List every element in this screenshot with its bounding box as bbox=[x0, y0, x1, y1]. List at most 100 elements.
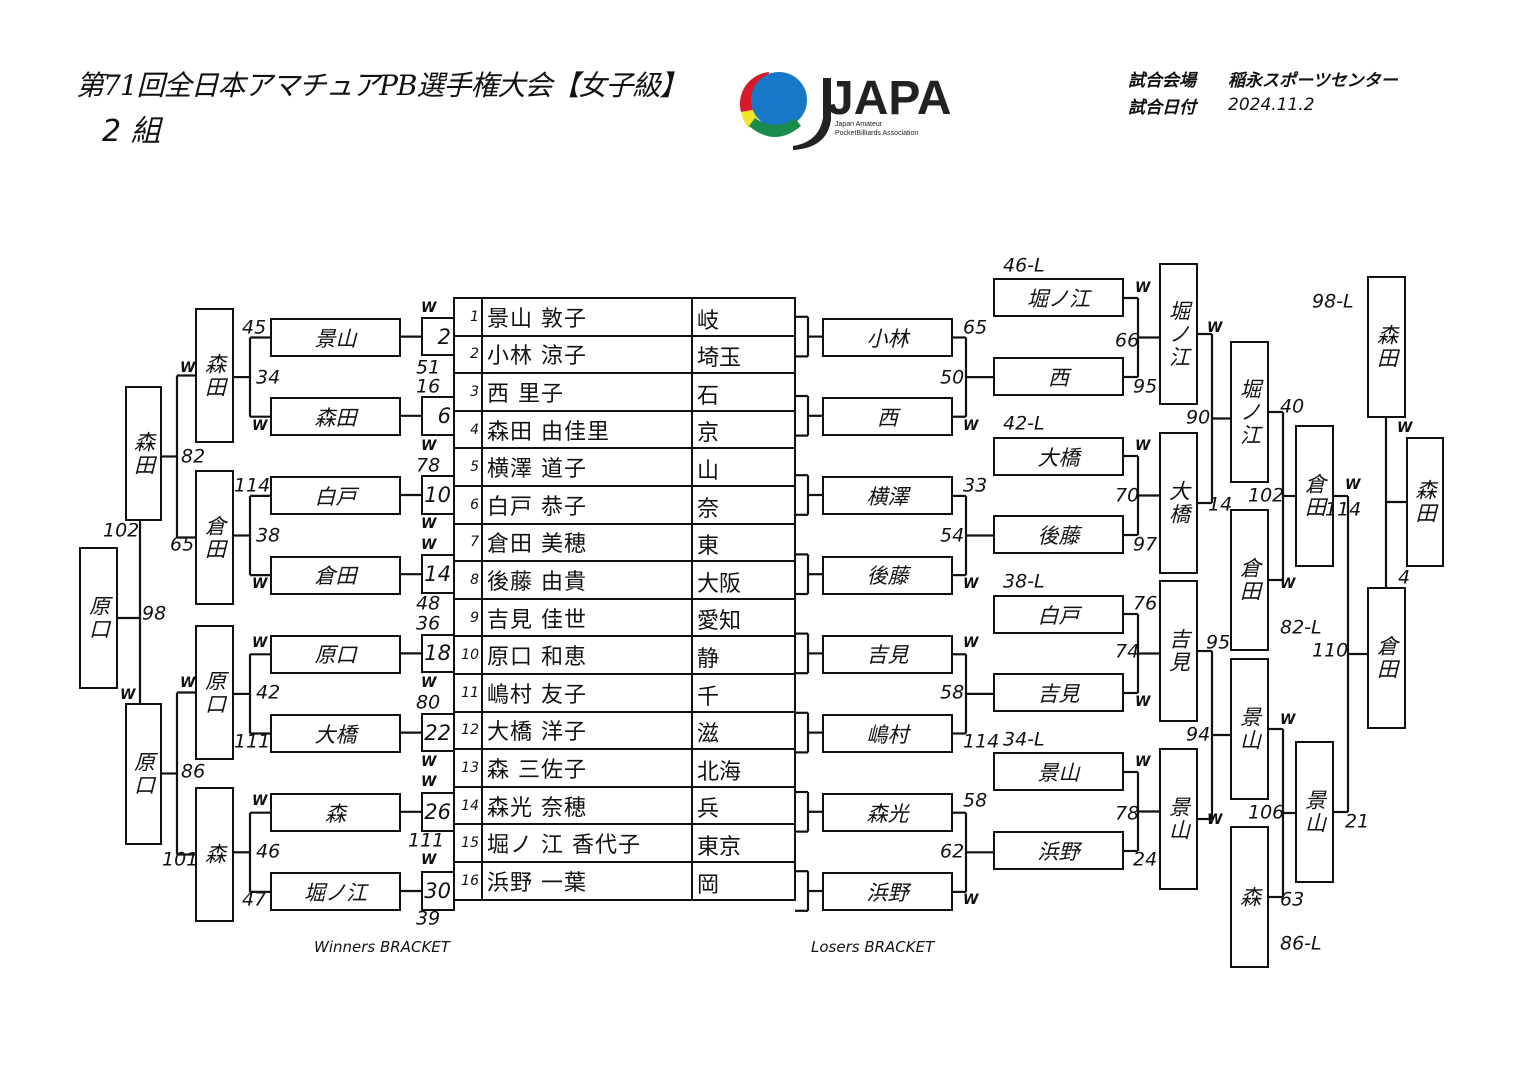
player-prefecture: 岡 bbox=[691, 860, 796, 901]
player-box-name: 大橋 bbox=[1037, 445, 1080, 470]
score-label: W bbox=[252, 418, 268, 434]
player-box: 大橋 bbox=[1159, 432, 1198, 574]
date-label: 試合日付 bbox=[1128, 98, 1196, 118]
score-label: 74 bbox=[1115, 640, 1140, 663]
player-box-name: 森 bbox=[325, 801, 346, 826]
player-box-name: 原口 bbox=[86, 595, 111, 641]
score-label: 111 bbox=[234, 730, 271, 753]
score-label: 42-L bbox=[1003, 412, 1045, 435]
player-box-name: 原口 bbox=[131, 751, 156, 797]
player-box-name: 浜野 bbox=[866, 880, 909, 905]
player-box: 西 bbox=[822, 397, 953, 437]
player-box-name: 白戸 bbox=[314, 484, 357, 509]
japa-logo: JAPA Japan Amateur PocketBilliards Assoc… bbox=[735, 68, 965, 150]
player-box-name: 横澤 bbox=[866, 484, 909, 509]
tournament-title: 第71回全日本アマチュアPB選手権大会【女子級】 bbox=[76, 69, 687, 102]
score-label: W bbox=[1135, 280, 1151, 296]
player-seed: 5 bbox=[453, 447, 483, 487]
player-name: 原口 和恵 bbox=[481, 635, 693, 675]
score-label: W bbox=[421, 438, 437, 454]
player-box: 横澤 bbox=[822, 476, 953, 516]
player-box-name: 森 bbox=[1237, 885, 1262, 909]
player-prefecture: 滋 bbox=[691, 710, 796, 751]
score-label: W bbox=[421, 675, 437, 691]
score-label: 106 bbox=[1248, 801, 1285, 824]
score-label: 40 bbox=[1280, 395, 1305, 418]
player-box: 景山 bbox=[1159, 748, 1198, 890]
player-seed: 7 bbox=[453, 522, 483, 563]
player-name: 景山 敦子 bbox=[481, 297, 693, 337]
player-box-name: 大橋 bbox=[1166, 480, 1191, 526]
player-box: 森田 bbox=[195, 308, 234, 443]
player-prefecture: 埼玉 bbox=[691, 334, 796, 375]
player-box: 倉田 bbox=[1295, 425, 1334, 567]
player-box-name: 森田 bbox=[1374, 324, 1399, 370]
player-seed: 4 bbox=[453, 409, 483, 450]
score-label: W bbox=[1280, 576, 1296, 592]
score-label: 65 bbox=[963, 316, 988, 339]
score-label: 38 bbox=[256, 524, 281, 547]
score-label: W bbox=[421, 852, 437, 868]
player-box-name: 堀ノ江 bbox=[1237, 377, 1262, 447]
svg-text:Japan Amateur: Japan Amateur bbox=[835, 121, 883, 128]
player-box: 堀ノ江 bbox=[270, 872, 401, 912]
player-name: 吉見 佳世 bbox=[481, 597, 693, 638]
player-prefecture: 兵 bbox=[691, 785, 796, 826]
match-number: 6 bbox=[421, 396, 455, 436]
player-box-name: 森田 bbox=[314, 405, 357, 430]
score-label: 46 bbox=[256, 840, 281, 863]
score-label: 86-L bbox=[1280, 932, 1322, 955]
player-box: 堀ノ江 bbox=[993, 278, 1124, 317]
player-prefecture: 北海 bbox=[691, 748, 796, 788]
score-label: 58 bbox=[963, 789, 988, 812]
player-box: 原口 bbox=[195, 625, 234, 760]
player-box: 倉田 bbox=[270, 555, 401, 595]
player-box: 原口 bbox=[79, 547, 118, 689]
score-label: 47 bbox=[242, 888, 267, 911]
score-label: 36 bbox=[416, 612, 441, 635]
score-label: W bbox=[421, 754, 437, 770]
match-number: 26 bbox=[421, 792, 455, 832]
player-box: 森 bbox=[1230, 826, 1269, 968]
player-prefecture: 京 bbox=[691, 409, 796, 450]
match-number: 14 bbox=[421, 554, 455, 594]
player-box-name: 倉田 bbox=[314, 564, 357, 589]
player-prefecture: 岐 bbox=[691, 297, 796, 337]
player-seed: 10 bbox=[453, 635, 483, 675]
player-box: 森田 bbox=[125, 386, 162, 521]
player-box: 倉田 bbox=[1367, 587, 1406, 729]
player-box: 倉田 bbox=[1230, 509, 1269, 651]
player-box-name: 倉田 bbox=[1302, 473, 1327, 519]
player-prefecture: 大阪 bbox=[691, 560, 796, 600]
player-box-name: 景山 bbox=[1166, 796, 1191, 842]
player-box: 原口 bbox=[270, 634, 401, 674]
player-box-name: 白戸 bbox=[1037, 603, 1080, 628]
score-label: W bbox=[963, 635, 979, 651]
player-box: 森田 bbox=[270, 397, 401, 437]
score-label: 98 bbox=[142, 602, 167, 625]
score-label: 66 bbox=[1115, 329, 1140, 352]
player-box: 白戸 bbox=[270, 476, 401, 516]
player-box-name: 景山 bbox=[1302, 789, 1327, 835]
score-label: W bbox=[1135, 438, 1151, 454]
player-box: 景山 bbox=[270, 318, 401, 357]
player-box-name: 原口 bbox=[314, 643, 357, 668]
match-number: 10 bbox=[421, 475, 455, 515]
score-label: 82 bbox=[181, 445, 206, 468]
player-box-name: 森 bbox=[202, 843, 227, 866]
score-label: W bbox=[1207, 320, 1223, 336]
score-label: 24 bbox=[1133, 848, 1158, 871]
player-box-name: 景山 bbox=[1037, 760, 1080, 785]
score-label: 45 bbox=[242, 316, 267, 339]
player-seed: 14 bbox=[453, 785, 483, 826]
player-box-name: 堀ノ江 bbox=[1166, 299, 1191, 369]
